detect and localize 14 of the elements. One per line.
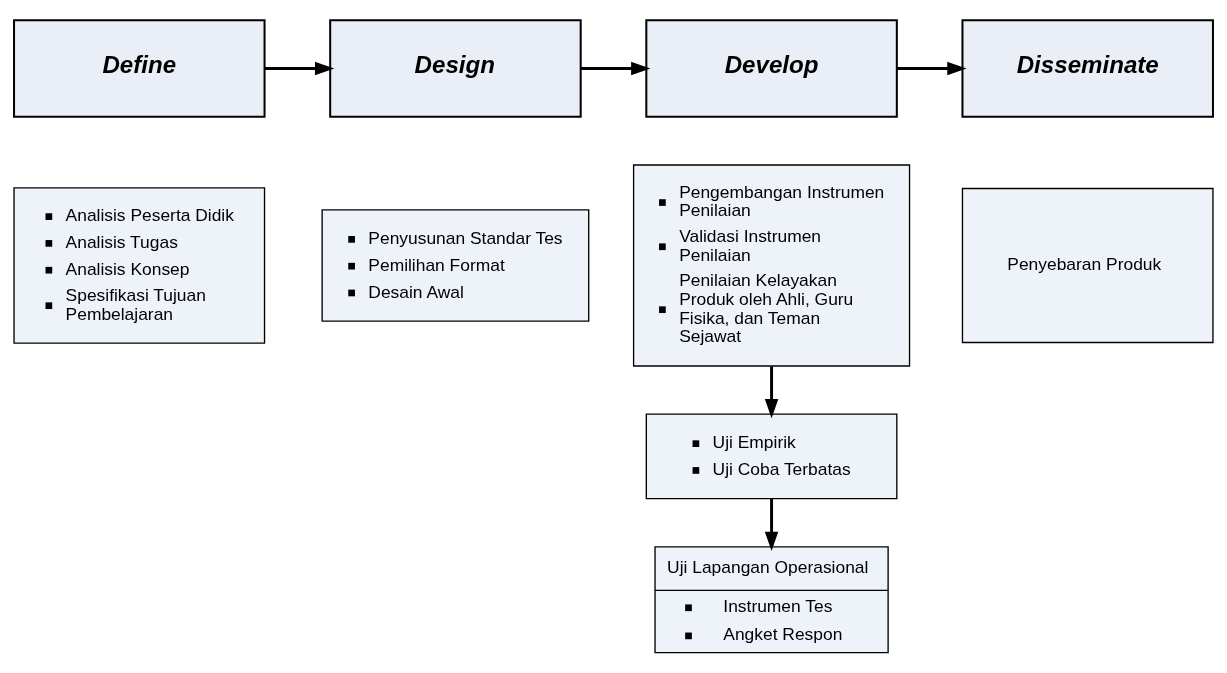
node-box: Design xyxy=(329,19,582,118)
node-box: Penyebaran Produk xyxy=(961,187,1214,344)
node-box: Disseminate xyxy=(961,19,1214,118)
node-box: Develop xyxy=(645,19,898,118)
arrow xyxy=(580,61,651,76)
arrow xyxy=(764,366,779,419)
node-box: Analisis Peserta Didik Analisis Tugas Analisis Konsep Spesifikasi Tujuan Pembelajaran xyxy=(13,187,266,344)
node-box: Uji Empirik Uji Coba Terbatas xyxy=(645,413,898,500)
node-box: Pengembangan Instrumen Penilaian Validasi Instrumen Penilaian Penilaian Kelayakan Produk oleh Ahli, Guru Fisika, dan Teman Sejawat xyxy=(632,164,911,367)
node-box: Penyusunan Standar Tes Pemilihan Format Desain Awal xyxy=(321,209,590,322)
arrow xyxy=(764,498,779,551)
node-box: Define xyxy=(13,19,266,118)
arrow xyxy=(264,61,335,76)
arrow xyxy=(896,61,967,76)
